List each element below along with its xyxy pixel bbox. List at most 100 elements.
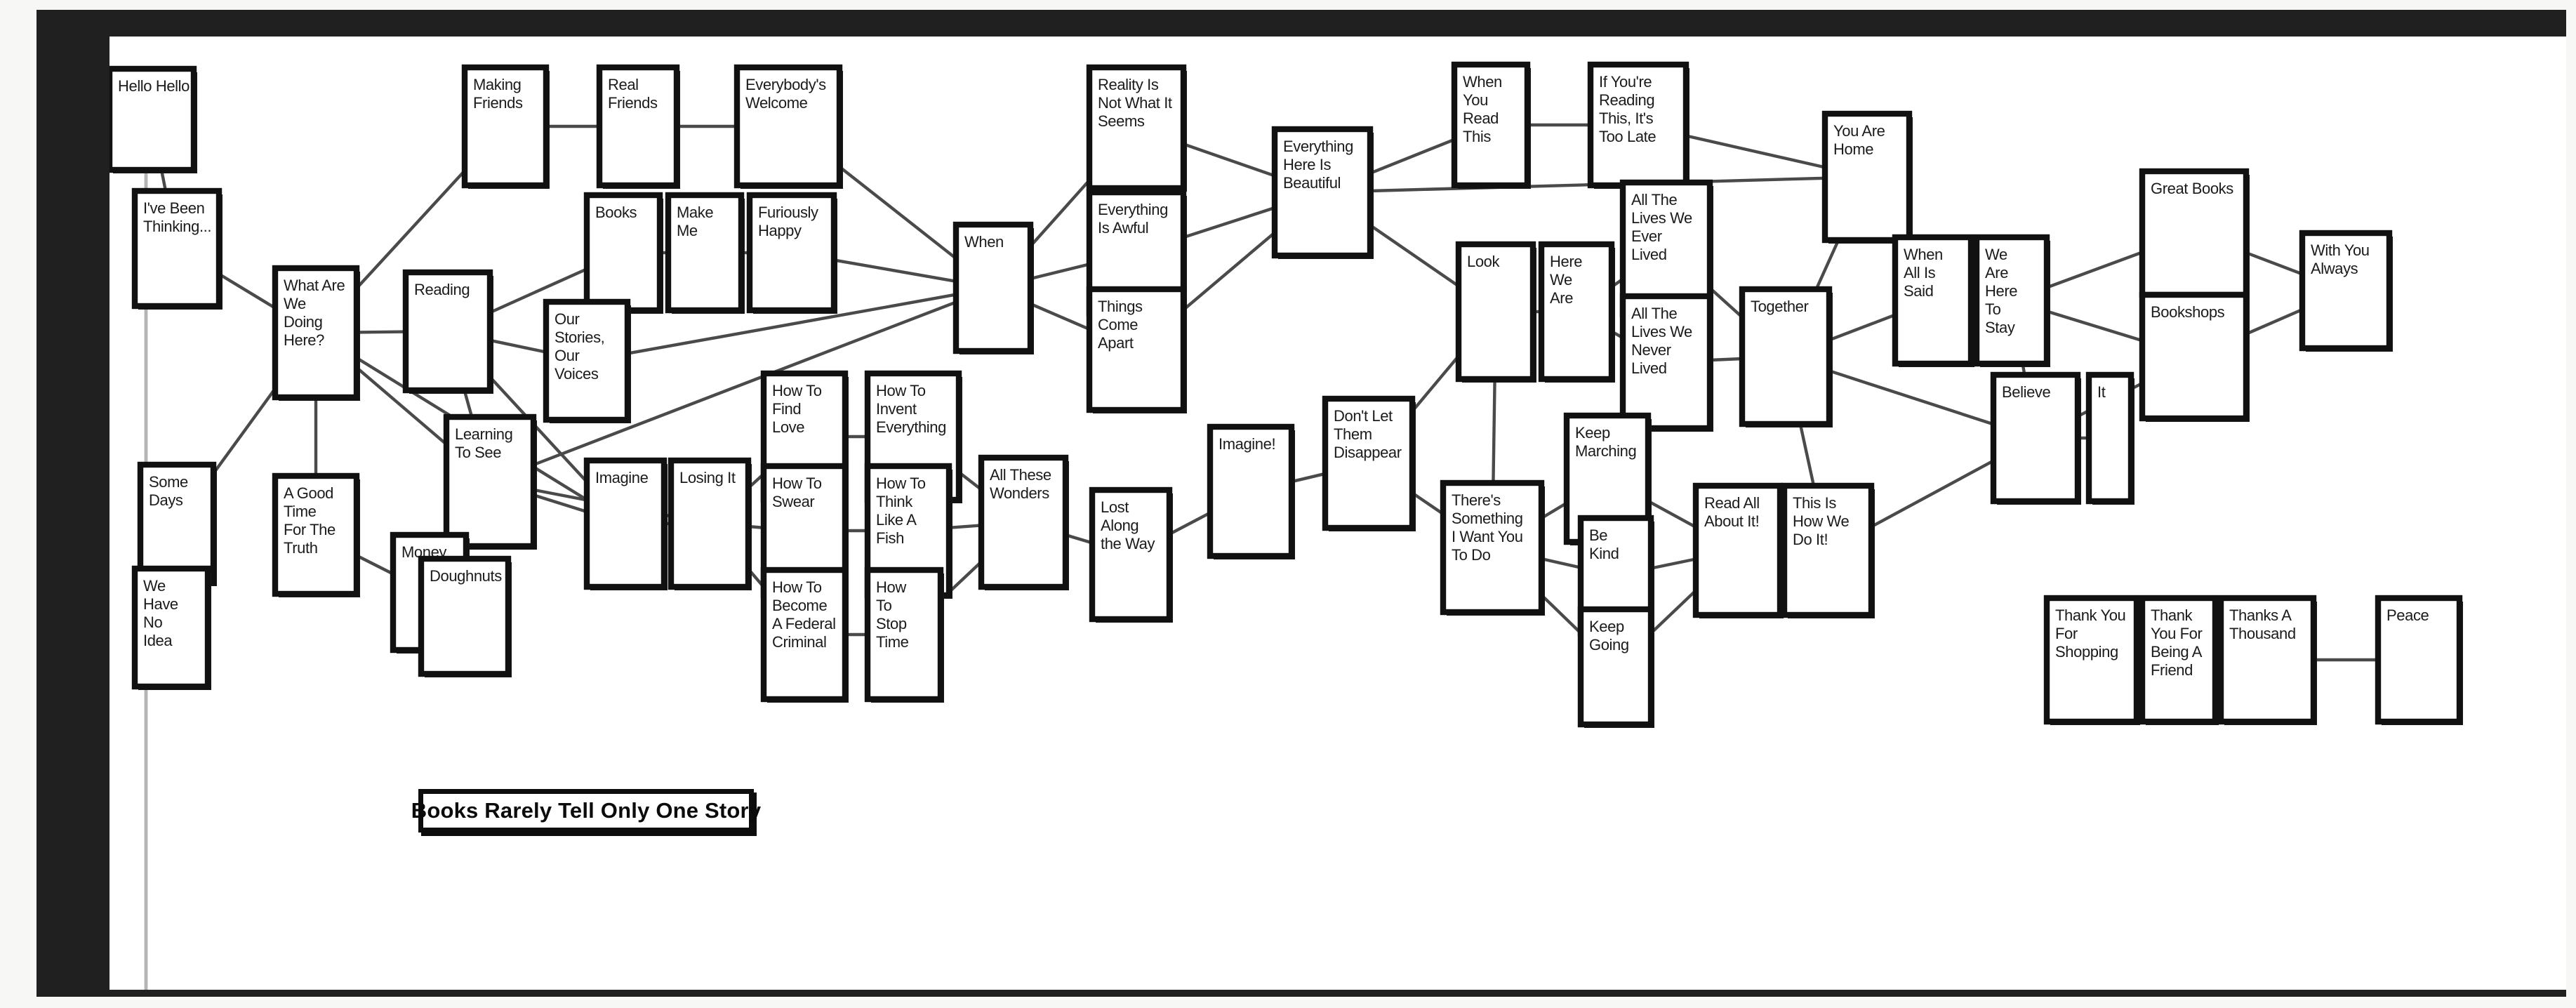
- node-card-box[interactable]: [272, 265, 360, 401]
- node-card-box[interactable]: [1973, 234, 2050, 367]
- node-card-box[interactable]: [1089, 486, 1173, 623]
- node-card-hello-hello[interactable]: Hello Hello: [109, 65, 197, 173]
- node-card-box[interactable]: [131, 187, 223, 310]
- node-card-box[interactable]: [272, 472, 360, 597]
- node-card-box[interactable]: [1207, 423, 1295, 559]
- node-card-box[interactable]: [2299, 230, 2393, 352]
- node-card-box[interactable]: [1692, 482, 1784, 618]
- node-card-box[interactable]: [1892, 234, 1974, 367]
- node-card-label: It: [2097, 383, 2106, 401]
- node-card-box[interactable]: [131, 565, 211, 690]
- node-card-box[interactable]: [2085, 371, 2135, 505]
- node-card-peace[interactable]: Peace: [2375, 595, 2463, 725]
- node-card-box[interactable]: [2375, 595, 2463, 725]
- node-card-box[interactable]: [665, 192, 745, 314]
- node-card-box[interactable]: [1322, 395, 1416, 531]
- node-card-reading[interactable]: Reading: [402, 269, 493, 394]
- node-card-great-books[interactable]: Great Books: [2139, 168, 2250, 298]
- node-card-box[interactable]: [1271, 126, 1374, 259]
- node-card-box[interactable]: [137, 461, 217, 586]
- node-card-box[interactable]: [443, 413, 537, 550]
- node-card-box[interactable]: [2139, 595, 2219, 725]
- node-card-box[interactable]: [1781, 482, 1875, 618]
- node-card-box[interactable]: [418, 555, 512, 677]
- node-card-losing-it[interactable]: Losing It: [668, 457, 752, 590]
- node-card-box[interactable]: [1619, 179, 1713, 318]
- node-card-together[interactable]: Together: [1739, 286, 1833, 427]
- node-card-box[interactable]: [2217, 595, 2317, 725]
- node-card-box[interactable]: [733, 64, 843, 189]
- node-card-box[interactable]: [2043, 595, 2140, 725]
- node-card-box[interactable]: [461, 64, 550, 189]
- node-card-imagine[interactable]: Imagine: [583, 457, 668, 590]
- node-card-box[interactable]: [543, 298, 631, 423]
- node-card-box[interactable]: [952, 221, 1034, 354]
- node-card-box[interactable]: [1990, 371, 2081, 505]
- node-card-box[interactable]: [1538, 241, 1615, 383]
- node-card-box[interactable]: [583, 457, 668, 590]
- node-card-believe[interactable]: Believe: [1990, 371, 2081, 505]
- node-card-box[interactable]: [864, 566, 944, 703]
- node-card-it[interactable]: It: [2085, 371, 2135, 505]
- node-card-box[interactable]: [1619, 293, 1713, 432]
- node-card-look[interactable]: Look: [1455, 241, 1536, 383]
- node-card-box[interactable]: [1451, 61, 1531, 189]
- node-card-box[interactable]: [1455, 241, 1536, 383]
- node-card-box[interactable]: [1086, 64, 1187, 192]
- node-card-box[interactable]: [746, 192, 837, 314]
- node-card-box[interactable]: [760, 566, 849, 703]
- node-card-when[interactable]: When: [952, 221, 1034, 354]
- node-card-box[interactable]: [1440, 479, 1545, 616]
- node-card-box[interactable]: [109, 65, 197, 173]
- node-card-box[interactable]: [1086, 286, 1187, 413]
- node-card-box[interactable]: [2139, 291, 2250, 422]
- node-card-box[interactable]: [402, 269, 493, 394]
- node-card-box[interactable]: [978, 454, 1069, 590]
- node-card-box[interactable]: [1821, 110, 1913, 244]
- node-card-bookshops[interactable]: Bookshops: [2139, 291, 2250, 422]
- node-card-box[interactable]: [596, 64, 680, 189]
- node-card-doughnuts[interactable]: Doughnuts: [418, 555, 512, 677]
- node-card-box[interactable]: [1577, 606, 1654, 728]
- node-card-box[interactable]: [2139, 168, 2250, 298]
- node-card-imagine-excl[interactable]: Imagine!: [1207, 423, 1295, 559]
- node-card-books[interactable]: Books: [583, 192, 663, 314]
- node-card-box[interactable]: [668, 457, 752, 590]
- node-card-box[interactable]: [1739, 286, 1833, 427]
